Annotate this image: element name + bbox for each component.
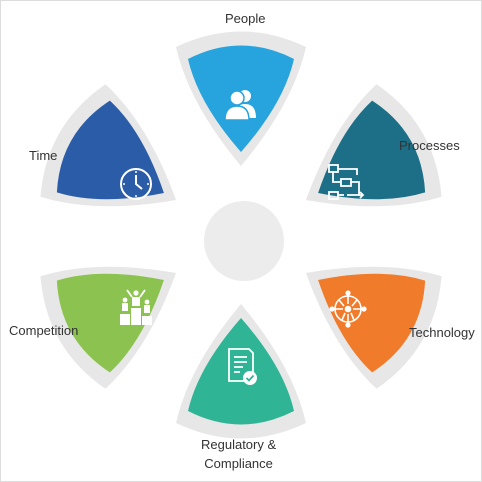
label-competition: Competition — [9, 323, 79, 338]
circuit-icon — [329, 290, 367, 328]
petal-competition — [27, 216, 209, 397]
label-technology: Technology — [409, 325, 475, 340]
label-regulatory-line1: Regulatory & — [201, 437, 277, 452]
people-icon — [224, 90, 256, 121]
petal-time — [27, 76, 209, 257]
label-people: People — [225, 11, 266, 26]
petal-technology — [273, 216, 455, 397]
checklist-document-icon — [228, 348, 257, 385]
label-regulatory: Regulatory & Compliance — [201, 435, 276, 473]
podium-icon — [120, 289, 152, 325]
label-processes: Processes — [399, 138, 460, 153]
center-circle — [204, 201, 284, 281]
petal-regulatory — [176, 304, 306, 439]
petal-processes — [273, 76, 455, 257]
petal-time-fill — [45, 93, 191, 239]
flowchart-icon — [328, 164, 365, 200]
label-regulatory-line2: Compliance — [204, 456, 273, 471]
petal-processes-fill — [291, 93, 437, 239]
clock-icon — [120, 168, 152, 200]
petal-regulatory-fill — [188, 318, 294, 425]
petal-competition-fill — [45, 234, 191, 380]
label-time: Time — [29, 148, 58, 163]
petal-people — [176, 31, 306, 166]
